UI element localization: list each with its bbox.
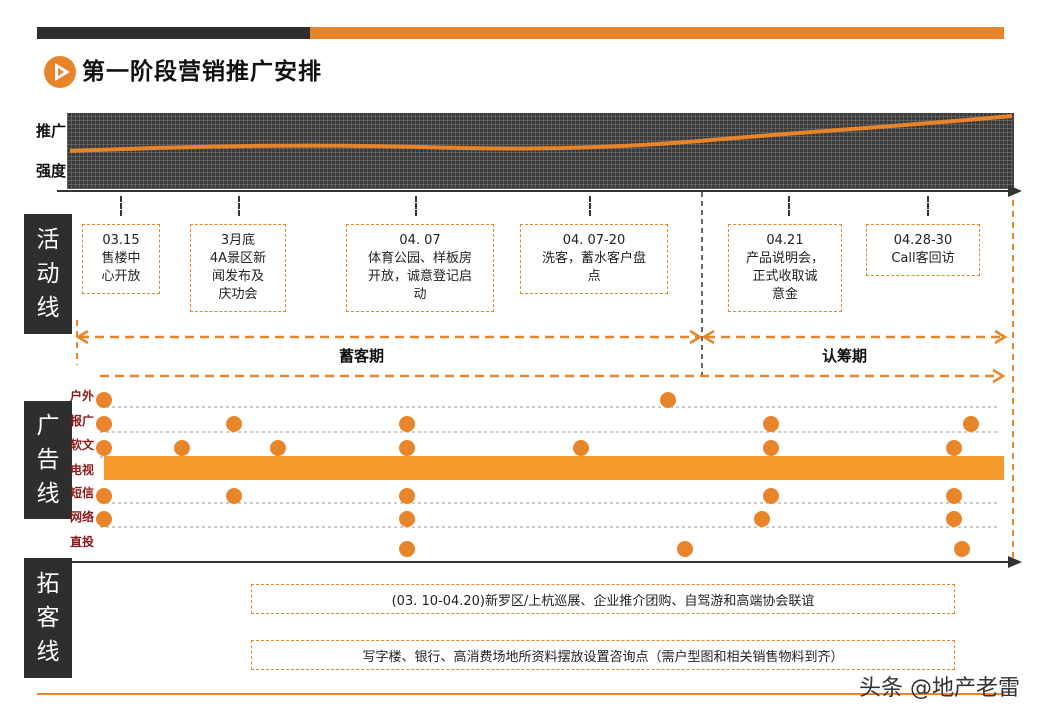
tv-campaign-bar [104,456,1004,480]
period2-arrow-right [994,329,1008,345]
media-label-tv: 电视 [70,463,95,477]
bottom-rule [37,693,1004,695]
event-box: 04.21 产品说明会， 正式收取诚 意金 [728,224,842,312]
lane-activity-char: 动 [36,261,60,287]
online-dot [96,511,112,527]
direct-mail-dot [399,541,415,557]
event-tick [589,196,591,216]
lane-ads-char: 告 [36,447,60,473]
lane-expansion-char: 拓 [36,571,60,597]
newspaper-dot [226,416,242,432]
event-tick [415,196,417,216]
media-label-sms: 短信 [70,486,95,500]
lane-expansion-char: 线 [36,639,60,665]
media-label-online: 网络 [70,510,95,524]
period2-arrow-left [701,329,715,345]
period1-arrow-left [75,329,89,345]
period1-arrow-right [689,329,703,345]
top-bar-dark [37,27,310,39]
article-dot [763,440,779,456]
event-box: 03.15 售楼中 心开放 [82,224,160,294]
lane-expansion-char: 客 [36,605,60,631]
expansion-axis-arrow [1008,556,1022,568]
period-label-subscription: 认筹期 [822,347,868,365]
event-tick [788,196,790,216]
top-bar-orange [310,27,1004,39]
expansion-item: (03. 10-04.20)新罗区/上杭巡展、企业推介团购、自驾游和高端协会联谊 [251,584,955,614]
article-dot [573,440,589,456]
media-label-newspaper: 报广 [70,414,95,428]
play-circle-icon [44,56,76,88]
sms-dot [763,488,779,504]
outdoor-dot [660,392,676,408]
event-box: 04. 07 体育公园、样板房 开放，诚意登记启 动 [346,224,494,312]
event-box: 04.28-30 Call客回访 [866,224,980,276]
page-title: 第一阶段营销推广安排 [82,59,322,85]
intensity-label-line2: 强度 [36,162,67,180]
sms-dot [226,488,242,504]
media-label-article: 软文 [70,438,95,452]
newspaper-dot [399,416,415,432]
event-tick [120,196,122,216]
newspaper-dot [963,416,979,432]
online-dot [754,511,770,527]
lane-activity-char: 活 [36,227,60,253]
sms-dot [399,488,415,504]
direct-mail-dot [677,541,693,557]
newspaper-dot [763,416,779,432]
online-dot [946,511,962,527]
period-label-accumulation: 蓄客期 [339,347,385,365]
article-dot [174,440,190,456]
intensity-label-line1: 推广 [36,122,67,140]
lane-activity: 活 动 线 [24,214,72,334]
expansion-item: 写字楼、银行、高消费场地所资料摆放设置咨询点（需户型图和相关销售物料到齐） [251,640,955,670]
online-dot [399,511,415,527]
watermark: 头条 @地产老雷 [859,676,1020,701]
article-dot [96,440,112,456]
article-dot [946,440,962,456]
event-tick [927,196,929,216]
sms-dot [96,488,112,504]
ads-arrow-right [992,368,1006,384]
media-label-direct-mail: 直投 [70,535,95,549]
event-tick [238,196,240,216]
article-dot [270,440,286,456]
intensity-panel [67,113,1014,189]
event-box: 04. 07-20 洗客，蓄水客户盘 点 [520,224,668,294]
lane-ads: 广 告 线 [24,401,72,519]
lane-ads-char: 广 [36,413,60,439]
article-dot [399,440,415,456]
lane-expansion: 拓 客 线 [24,558,72,678]
newspaper-dot [96,416,112,432]
direct-mail-dot [954,541,970,557]
media-label-outdoor: 户外 [70,389,95,403]
lane-activity-char: 线 [36,295,60,321]
event-box: 3月底 4A景区新 闻发布及 庆功会 [190,224,286,312]
sms-dot [946,488,962,504]
outdoor-dot [96,392,112,408]
lane-ads-char: 线 [36,481,60,507]
